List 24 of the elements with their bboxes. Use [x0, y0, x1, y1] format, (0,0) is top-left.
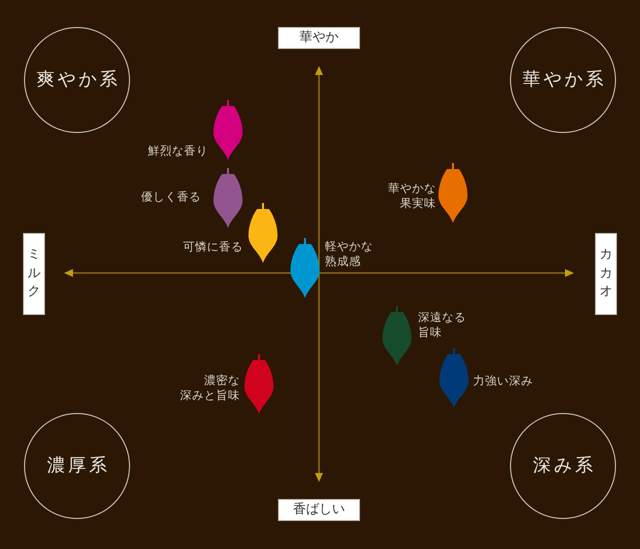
axis-label: カカオ — [600, 246, 612, 302]
flavor-label: 優しく香る — [141, 190, 201, 204]
flavor-label: 可憐に香る — [183, 240, 243, 254]
quadrant-circle — [24, 27, 130, 133]
quadrant-label: 華やか系 — [522, 71, 606, 89]
axis-label: ミルク — [28, 246, 40, 302]
flavor-label: 深遠なる旨味 — [418, 310, 466, 340]
quadrant-circle — [510, 413, 616, 519]
axis-label-tag — [278, 27, 360, 49]
flavor-label: 華やかな果実味 — [388, 181, 436, 211]
axis-label-tag — [278, 499, 360, 521]
quadrant-label: 爽やか系 — [36, 71, 120, 89]
flavor-label: 力強い深み — [473, 374, 533, 388]
axis-label: 華やか — [300, 30, 338, 46]
flavor-label: 濃密な深みと旨味 — [180, 373, 240, 403]
quadrant-label: 濃厚系 — [46, 457, 110, 475]
axis-label-tag — [23, 233, 45, 315]
axis-label: 香ばしい — [293, 502, 345, 518]
axis-label-tag — [595, 233, 617, 315]
quadrant-label: 深み系 — [532, 457, 596, 475]
flavor-label: 軽やかな熟成感 — [325, 239, 373, 269]
flavor-label: 鮮烈な香り — [148, 144, 208, 158]
quadrant-circle — [510, 27, 616, 133]
quadrant-circle — [24, 413, 130, 519]
